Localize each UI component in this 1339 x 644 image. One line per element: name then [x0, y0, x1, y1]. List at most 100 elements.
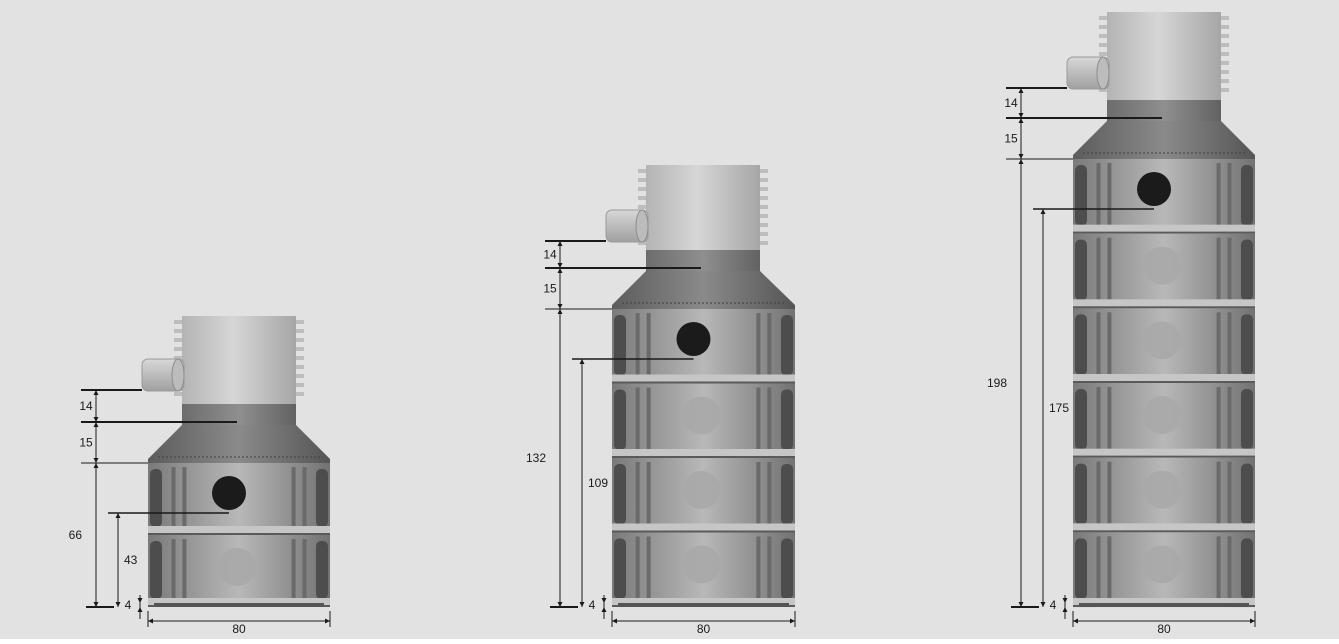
riser-rib-left — [1099, 52, 1107, 56]
ring-strut — [1096, 536, 1101, 602]
base-height-arrow-bottom — [1062, 607, 1068, 612]
ring-strut — [1107, 163, 1112, 228]
riser-rib-left — [174, 338, 182, 342]
inlet-height-label: 109 — [588, 476, 608, 490]
tank-ring-section — [1073, 233, 1255, 309]
ring-joint — [1073, 455, 1255, 458]
ring-side-column-left — [150, 541, 162, 599]
riser-rib-left — [638, 205, 646, 209]
width-label: 80 — [1157, 622, 1171, 636]
riser-rib-right — [296, 365, 304, 369]
riser-rib-right — [1221, 88, 1229, 92]
ring-stack-height-label: 66 — [69, 528, 83, 542]
ring-strut — [1107, 536, 1112, 602]
pipe-gap-dim-arrow-top — [93, 390, 99, 395]
base-height-label: 4 — [589, 598, 596, 612]
riser-rib-right — [1221, 70, 1229, 74]
riser-shaft — [1107, 12, 1221, 100]
riser-rib-right — [760, 232, 768, 236]
ring-side-column-right — [1241, 165, 1253, 226]
cone-height-dim-arrow-bottom — [1018, 154, 1024, 159]
ring-stack-height-dim-arrow-bottom — [557, 602, 563, 607]
ring-strut — [1107, 387, 1112, 452]
cone-height-dim-arrow-bottom — [557, 304, 563, 309]
riser-collar — [182, 404, 296, 425]
ring-side-column-right — [1241, 463, 1253, 525]
riser-rib-right — [1221, 52, 1229, 56]
ring-band — [148, 598, 330, 605]
ring-strut — [635, 313, 640, 378]
riser-rib-right — [296, 383, 304, 387]
ring-strut — [302, 467, 307, 529]
ring-joint — [148, 533, 330, 535]
riser-rib-right — [296, 374, 304, 378]
width-arrow-right — [1250, 618, 1255, 624]
ring-inner-circle — [1143, 396, 1181, 435]
base-height-label: 4 — [125, 598, 132, 612]
width-arrow-left — [148, 618, 153, 624]
tank-ring-section — [1073, 457, 1255, 533]
riser-rib-right — [760, 178, 768, 182]
ring-strut — [756, 462, 761, 527]
width-label: 80 — [697, 622, 711, 636]
ring-strut — [646, 387, 651, 452]
riser-rib-right — [296, 392, 304, 396]
inlet-height-label: 175 — [1049, 401, 1069, 415]
inlet-pipe-flange — [1096, 56, 1110, 90]
ring-side-column-right — [316, 541, 328, 599]
inlet-height-label: 43 — [124, 553, 138, 567]
inlet-height-dim-arrow-bottom — [1040, 602, 1046, 607]
base-height-arrow-bottom — [137, 607, 143, 612]
ring-band — [1073, 523, 1255, 531]
riser-rib-right — [296, 329, 304, 333]
inlet-height-dim-arrow-top — [1040, 209, 1046, 214]
ring-strut — [756, 313, 761, 378]
ring-stack-height-dim-arrow-top — [93, 463, 99, 468]
pipe-gap-dim-arrow-bottom — [93, 417, 99, 422]
ring-strut — [767, 536, 772, 601]
tank-base — [1079, 603, 1249, 607]
ring-inner-circle — [1143, 321, 1181, 360]
cone-height-dim-arrow-bottom — [93, 458, 99, 463]
ring-inner-circle — [682, 471, 721, 509]
ring-strut — [1107, 312, 1112, 378]
ring-band — [1073, 374, 1255, 382]
ring-stack-height-dim-arrow-bottom — [1018, 602, 1024, 607]
ring-strut — [302, 539, 307, 601]
width-label: 80 — [232, 622, 246, 636]
pipe-gap-label: 14 — [79, 399, 93, 413]
ring-inner-circle — [1143, 470, 1181, 509]
riser-rib-right — [1221, 43, 1229, 47]
riser-rib-right — [760, 196, 768, 200]
tank-cone-lid — [1073, 121, 1255, 159]
riser-rib-right — [1221, 25, 1229, 29]
riser-shaft — [646, 165, 760, 250]
ring-strut — [1096, 387, 1101, 452]
riser-rib-left — [174, 392, 182, 396]
ring-inner-circle — [682, 396, 721, 435]
inlet-pipe-flange — [635, 209, 649, 243]
ring-side-column-right — [781, 464, 793, 525]
riser-rib-right — [760, 205, 768, 209]
ring-strut — [635, 387, 640, 452]
ring-strut — [1216, 163, 1221, 228]
ring-side-column-left — [1075, 314, 1087, 376]
cone-height-label: 15 — [1004, 132, 1018, 146]
riser-rib-left — [1099, 16, 1107, 20]
inlet-hole — [212, 476, 246, 510]
inlet-pipe-flange — [171, 358, 185, 392]
ring-strut — [1227, 461, 1232, 527]
ring-strut — [767, 313, 772, 378]
ring-side-column-left — [1075, 239, 1087, 301]
ring-side-column-right — [781, 389, 793, 450]
ring-strut — [1096, 163, 1101, 228]
cone-height-dim-arrow-top — [93, 422, 99, 427]
ring-strut — [1216, 312, 1221, 378]
cone-height-dim-arrow-top — [1018, 118, 1024, 123]
ring-inner-circle — [682, 545, 721, 584]
ring-band — [1073, 224, 1255, 232]
